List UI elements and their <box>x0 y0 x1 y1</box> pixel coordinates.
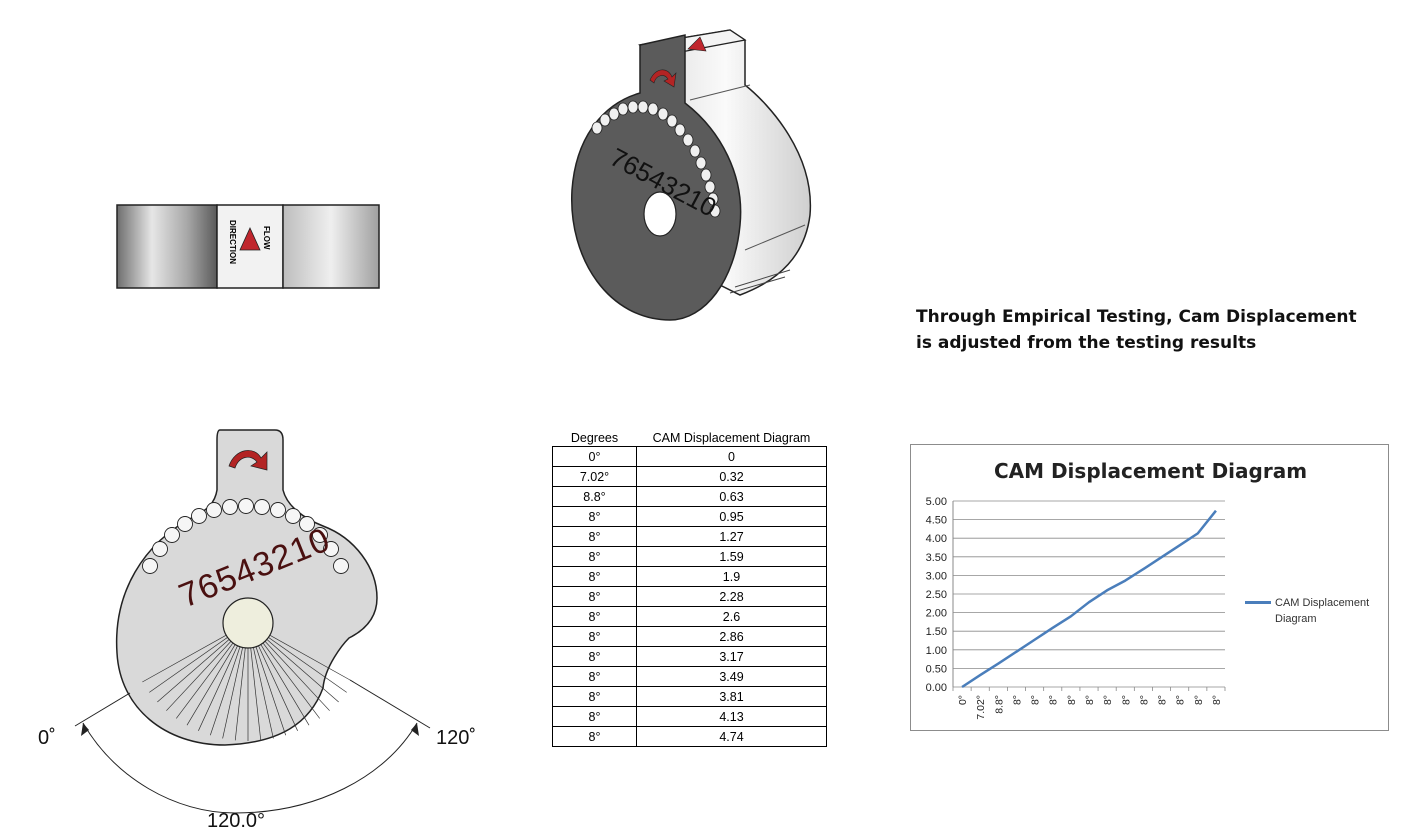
y-tick-label: 1.00 <box>926 645 947 657</box>
cell-degrees: 8° <box>552 506 637 527</box>
cell-displacement: 3.17 <box>636 646 827 667</box>
table-row: 8°3.81 <box>552 686 827 707</box>
table-row: 8°3.17 <box>552 646 827 667</box>
table-row: 8°1.59 <box>552 546 827 567</box>
cell-degrees: 8° <box>552 726 637 747</box>
x-tick-label: 8° <box>1102 695 1114 705</box>
displacement-chart: CAM Displacement Diagram 0.00 0.50 1.00 1.5… <box>910 444 1389 731</box>
table-row: 7.02°0.32 <box>552 466 827 487</box>
x-tick-label: 7.02° <box>975 695 987 720</box>
table-header-degrees: Degrees <box>570 431 619 445</box>
y-tick-label: 3.50 <box>926 552 947 564</box>
cell-displacement: 2.86 <box>636 626 827 647</box>
y-tick-label: 2.50 <box>926 589 947 601</box>
angle-span-label: 120.0° <box>207 810 265 832</box>
cell-degrees: 8.8° <box>552 486 637 507</box>
cell-displacement: 0.32 <box>636 466 827 487</box>
x-tick-label: 8° <box>1193 695 1205 705</box>
cell-degrees: 7.02° <box>552 466 637 487</box>
cell-degrees: 8° <box>552 666 637 687</box>
series-line <box>961 509 1217 689</box>
testing-note-line2: is adjusted from the testing results <box>916 333 1257 353</box>
cell-displacement: 4.74 <box>636 726 827 747</box>
x-tick-label: 8° <box>1175 695 1187 705</box>
cell-degrees: 8° <box>552 526 637 547</box>
y-tick-label: 0.00 <box>926 682 947 694</box>
cell-displacement: 1.59 <box>636 546 827 567</box>
iso-flow-arrow-icon <box>687 36 707 52</box>
table-row: 8°2.6 <box>552 606 827 627</box>
table-row: 8°3.49 <box>552 666 827 687</box>
rotation-arrow-icon <box>649 69 677 88</box>
table-row: 8°4.74 <box>552 726 827 747</box>
table-row: 0°0 <box>552 446 827 467</box>
y-tick-label: 5.00 <box>926 496 947 508</box>
table-header-row: Degrees CAM Displacement Diagram <box>553 430 827 447</box>
x-tick-label: 8° <box>1048 695 1060 705</box>
cell-displacement: 4.13 <box>636 706 827 727</box>
direction-label: DIRECTION <box>228 220 237 264</box>
cell-displacement: 1.9 <box>636 566 827 587</box>
y-tick-label: 4.50 <box>926 515 947 527</box>
x-tick-label: 8° <box>1084 695 1096 705</box>
x-tick-label: 8° <box>1030 695 1042 705</box>
table-row: 8°2.86 <box>552 626 827 647</box>
table-header-displacement: CAM Displacement Diagram <box>652 431 811 445</box>
y-tick-label: 1.50 <box>926 626 947 638</box>
front-rotation-arrow-icon <box>228 450 268 471</box>
legend-label: CAM Displacement Diagram <box>1275 597 1370 625</box>
x-tick-label: 8° <box>1211 695 1223 705</box>
cell-displacement: 2.6 <box>636 606 827 627</box>
cell-displacement: 1.27 <box>636 526 827 547</box>
cell-displacement: 0.63 <box>636 486 827 507</box>
cell-degrees: 8° <box>552 626 637 647</box>
cell-degrees: 8° <box>552 686 637 707</box>
x-tick-label: 8° <box>1138 695 1150 705</box>
table-row: 8°1.9 <box>552 566 827 587</box>
cell-displacement: 3.81 <box>636 686 827 707</box>
cell-displacement: 0 <box>636 446 827 467</box>
angle-label-right: 120˚ <box>436 727 476 749</box>
y-tick-label: 4.00 <box>926 533 947 545</box>
chart-plot-area: 0.00 0.50 1.00 1.50 2.00 2.50 3.00 3.50 4.00 4.50… <box>926 496 1226 720</box>
y-tick-label: 3.00 <box>926 570 947 582</box>
cell-displacement: 2.28 <box>636 586 827 607</box>
cell-degrees: 8° <box>552 706 637 727</box>
testing-note-line1: Through Empirical Testing, Cam Displacem… <box>916 307 1357 327</box>
cell-displacement: 0.95 <box>636 506 827 527</box>
cam-isometric-view: 76543210 <box>571 29 812 321</box>
cell-degrees: 8° <box>552 646 637 667</box>
cell-degrees: 8° <box>552 586 637 607</box>
x-tick-label: 8° <box>1066 695 1078 705</box>
angle-label-left: 0˚ <box>38 727 56 749</box>
y-tick-label: 2.00 <box>926 608 947 620</box>
x-tick-label: 8.8° <box>993 695 1005 714</box>
x-tick-label: 8° <box>1120 695 1132 705</box>
flow-label: FLOW <box>262 226 271 250</box>
table-row: 8.8°0.63 <box>552 486 827 507</box>
testing-note: Through Empirical Testing, Cam Displacem… <box>916 304 1357 356</box>
chart-title: CAM Displacement Diagram <box>993 459 1308 483</box>
table-row: 8°2.28 <box>552 586 827 607</box>
table-row: 8°4.13 <box>552 706 827 727</box>
cam-front-view: 76543210 0˚ 120˚ 120.0° <box>38 429 476 832</box>
cell-degrees: 8° <box>552 606 637 627</box>
x-tick-label: 8° <box>1157 695 1169 705</box>
legend-swatch <box>1245 601 1271 604</box>
cam-side-view: FLOW DIRECTION <box>116 204 380 289</box>
x-tick-label: 0° <box>957 695 969 705</box>
table-row: 8°0.95 <box>552 506 827 527</box>
cell-degrees: 0° <box>552 446 637 467</box>
flow-arrow-icon <box>239 227 261 251</box>
table-row: 8°1.27 <box>552 526 827 547</box>
cell-degrees: 8° <box>552 566 637 587</box>
cell-displacement: 3.49 <box>636 666 827 687</box>
y-tick-label: 0.50 <box>926 663 947 675</box>
cell-degrees: 8° <box>552 546 637 567</box>
x-tick-label: 8° <box>1011 695 1023 705</box>
